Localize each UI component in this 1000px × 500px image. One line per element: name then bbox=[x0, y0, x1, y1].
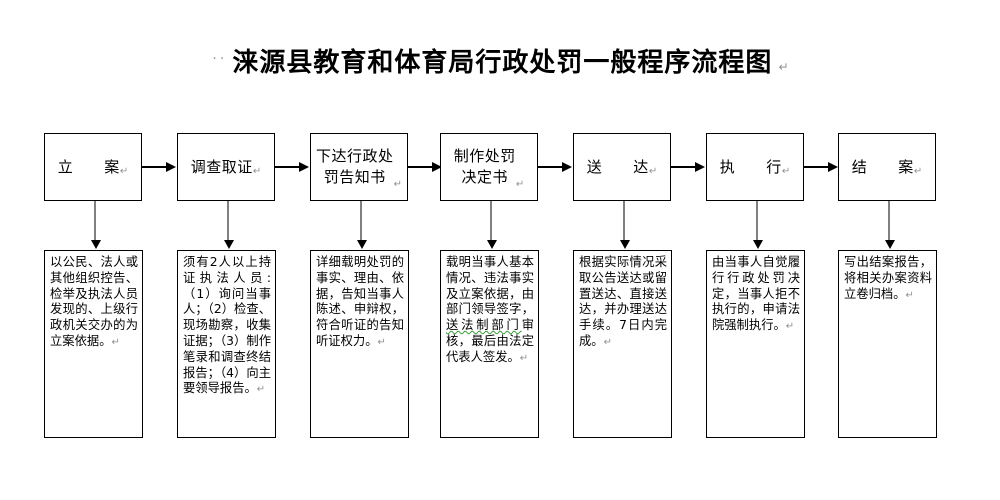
description-text-5: 根据实际情况采取公告送达或留置送达、直接送达，并办理送达手续。7日内完成。↵ bbox=[579, 255, 667, 348]
flow-column-4: 制作处罚 决定书 ↵ 载明当事人基本情况、违法事实及立案依据，由部门领导签字，送… bbox=[440, 0, 572, 500]
stage-box-7[interactable]: 结 案 ↵ bbox=[838, 133, 936, 201]
arrow-shaft bbox=[756, 201, 759, 242]
description-text-4: 载明当事人基本情况、违法事实及立案依据，由部门领导签字，送法制部门审核，最后由法… bbox=[446, 255, 534, 364]
description-box-5[interactable]: 根据实际情况采取公告送达或留置送达、直接送达，并办理送达手续。7日内完成。↵ bbox=[573, 250, 672, 438]
stage-label-1: 立 案 bbox=[57, 157, 120, 176]
flow-column-1: 立 案 ↵ 以公民、法人或其他组织控告、检举及执法人员发现的、上级行政机关交办的… bbox=[44, 0, 176, 500]
arrow-shaft bbox=[275, 166, 300, 168]
arrow-shaft bbox=[227, 201, 230, 242]
paragraph-mark-icon: ↵ bbox=[648, 165, 658, 177]
paragraph-mark-icon: ↵ bbox=[603, 336, 612, 348]
stage-box-3[interactable]: 下达行政处 罚告知书 ↵ bbox=[310, 133, 408, 201]
leading-space-dots: ·· bbox=[212, 50, 228, 67]
stage-label-2: 调查取证 bbox=[190, 157, 253, 176]
arrow-head-icon bbox=[432, 162, 442, 172]
arrow-head-icon bbox=[695, 162, 705, 172]
connector-arrow-stage-2-to-detail-2 bbox=[223, 201, 235, 251]
arrow-head-icon bbox=[223, 240, 234, 249]
description-box-1[interactable]: 以公民、法人或其他组织控告、检举及执法人员发现的、上级行政机关交办的为立案依据。… bbox=[44, 250, 143, 438]
stage-label-5: 送 达 bbox=[586, 157, 649, 176]
flow-column-7: 结 案 ↵ 写出结案报告，将相关办案资料立卷归档。↵ bbox=[838, 0, 970, 500]
paragraph-mark-icon: ↵ bbox=[119, 165, 129, 177]
arrow-head-icon bbox=[356, 240, 367, 249]
stage-box-1[interactable]: 立 案 ↵ bbox=[44, 133, 142, 201]
paragraph-mark-icon: ↵ bbox=[256, 384, 266, 396]
paragraph-mark-icon: ↵ bbox=[252, 165, 262, 177]
arrow-head-icon bbox=[884, 240, 895, 249]
description-text-1: 以公民、法人或其他组织控告、检举及执法人员发现的、上级行政机关交办的为立案依据。… bbox=[50, 255, 138, 348]
description-box-2[interactable]: 须有2人以上持证执法人员:（1）询问当事人；（2）检查、现场勘察，收集证据；（3… bbox=[177, 250, 276, 438]
arrow-shaft bbox=[142, 166, 167, 168]
connector-arrow-5-to-6 bbox=[671, 162, 705, 172]
arrow-shaft bbox=[623, 201, 626, 242]
arrow-head-icon bbox=[486, 240, 497, 249]
connector-arrow-stage-6-to-detail-6 bbox=[752, 201, 764, 251]
paragraph-mark-icon: ↵ bbox=[515, 179, 525, 190]
flow-column-3: 下达行政处 罚告知书 ↵ 详细载明处罚的事实、理由、依据，告知当事人陈述、申辩权… bbox=[310, 0, 442, 500]
stage-box-5[interactable]: 送 达 ↵ bbox=[573, 133, 671, 201]
stage-box-2[interactable]: 调查取证 ↵ bbox=[177, 133, 275, 201]
flow-column-6: 执 行 ↵ 由当事人自觉履行行政处罚决定，当事人拒不执行的，申请法院强制执行。↵ bbox=[706, 0, 838, 500]
description-box-7[interactable]: 写出结案报告，将相关办案资料立卷归档。↵ bbox=[838, 250, 937, 438]
paragraph-mark-icon: ↵ bbox=[377, 336, 386, 348]
spellcheck-underlined-text: 送法制部门 bbox=[446, 318, 522, 333]
paragraph-mark-icon: ↵ bbox=[778, 59, 789, 74]
description-text-3: 详细载明处罚的事实、理由、依据，告知当事人陈述、申辩权，符合听证的告知听证权力。… bbox=[316, 255, 404, 348]
description-text-2: 须有2人以上持证执法人员:（1）询问当事人；（2）检查、现场勘察，收集证据；（3… bbox=[183, 255, 271, 396]
arrow-head-icon bbox=[166, 162, 176, 172]
connector-arrow-stage-3-to-detail-3 bbox=[356, 201, 368, 251]
connector-arrow-stage-5-to-detail-5 bbox=[619, 201, 631, 251]
arrow-head-icon bbox=[90, 240, 101, 249]
stage-label-6: 执 行 bbox=[719, 157, 782, 176]
description-text-6: 由当事人自觉履行行政处罚决定，当事人拒不执行的，申请法院强制执行。↵ bbox=[712, 255, 800, 333]
description-box-3[interactable]: 详细载明处罚的事实、理由、依据，告知当事人陈述、申辩权，符合听证的告知听证权力。… bbox=[310, 250, 409, 438]
description-box-6[interactable]: 由当事人自觉履行行政处罚决定，当事人拒不执行的，申请法院强制执行。↵ bbox=[706, 250, 805, 438]
description-box-4[interactable]: 载明当事人基本情况、违法事实及立案依据，由部门领导签字，送法制部门审核，最后由法… bbox=[440, 250, 539, 438]
paragraph-mark-icon: ↵ bbox=[905, 289, 914, 301]
paragraph-mark-icon: ↵ bbox=[111, 336, 120, 348]
connector-arrow-1-to-2 bbox=[142, 162, 176, 172]
paragraph-mark-icon: ↵ bbox=[913, 165, 923, 177]
arrow-shaft bbox=[671, 166, 696, 168]
connector-arrow-3-to-4 bbox=[408, 162, 442, 172]
stage-label-7: 结 案 bbox=[851, 157, 914, 176]
connector-arrow-4-to-5 bbox=[538, 162, 572, 172]
arrow-shaft bbox=[538, 166, 563, 168]
flow-column-5: 送 达 ↵ 根据实际情况采取公告送达或留置送达、直接送达，并办理送达手续。7日内… bbox=[573, 0, 705, 500]
arrow-shaft bbox=[490, 201, 493, 242]
page-title: ·· 涞源县教育和体育局行政处罚一般程序流程图 ↵ bbox=[0, 42, 1000, 79]
connector-arrow-stage-1-to-detail-1 bbox=[90, 201, 102, 251]
arrow-shaft bbox=[94, 201, 97, 242]
paragraph-mark-icon: ↵ bbox=[781, 165, 791, 177]
stage-box-4[interactable]: 制作处罚 决定书 ↵ bbox=[440, 133, 538, 201]
stage-label-4: 制作处罚 决定书 bbox=[453, 147, 516, 186]
arrow-shaft bbox=[408, 166, 433, 168]
connector-arrow-stage-4-to-detail-4 bbox=[486, 201, 498, 251]
paragraph-mark-icon: ↵ bbox=[519, 352, 529, 364]
page-title-text: 涞源县教育和体育局行政处罚一般程序流程图 bbox=[232, 48, 773, 78]
arrow-head-icon bbox=[562, 162, 572, 172]
arrow-head-icon bbox=[752, 240, 763, 249]
stage-box-6[interactable]: 执 行 ↵ bbox=[706, 133, 804, 201]
stage-label-3: 下达行政处 罚告知书 bbox=[316, 147, 394, 186]
connector-arrow-stage-7-to-detail-7 bbox=[884, 201, 896, 251]
arrow-shaft bbox=[888, 201, 891, 242]
paragraph-mark-icon: ↵ bbox=[393, 179, 402, 190]
description-text-7: 写出结案报告，将相关办案资料立卷归档。↵ bbox=[844, 255, 932, 301]
arrow-head-icon bbox=[299, 162, 309, 172]
arrow-shaft bbox=[360, 201, 363, 242]
flow-column-2: 调查取证 ↵ 须有2人以上持证执法人员:（1）询问当事人；（2）检查、现场勘察，… bbox=[177, 0, 309, 500]
arrow-shaft bbox=[804, 166, 829, 168]
paragraph-mark-icon: ↵ bbox=[785, 321, 795, 333]
connector-arrow-2-to-3 bbox=[275, 162, 309, 172]
arrow-head-icon bbox=[828, 162, 838, 172]
arrow-head-icon bbox=[619, 240, 630, 249]
connector-arrow-6-to-7 bbox=[804, 162, 838, 172]
